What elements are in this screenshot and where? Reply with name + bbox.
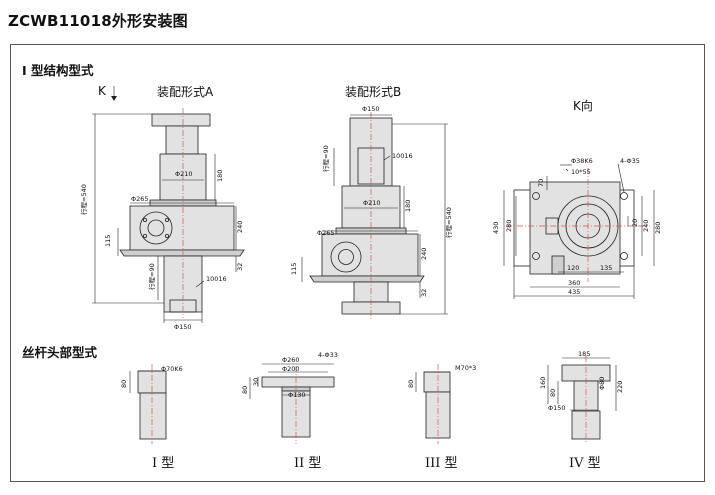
section-title-type1: I 型结构型式 — [22, 63, 94, 78]
k-view-drawing: Φ38K6 10*55 4-Φ35 70 430 280 20 240 280 … — [492, 157, 662, 299]
head-type-4-drawing: 185 160 80 Φ80 220 Φ150 — [539, 350, 624, 444]
dim-h2-d260: Φ260 — [282, 356, 300, 364]
head-type-1-drawing: Φ70K6 80 — [120, 364, 183, 444]
drawing-frame — [10, 44, 705, 482]
dim-b-10016: 10016 — [392, 152, 413, 160]
dim-h1-d70: Φ70K6 — [161, 365, 183, 373]
dim-k-280-right: 280 — [654, 222, 662, 234]
dim-h2-80: 80 — [241, 386, 249, 394]
head-type-3-drawing: M70*3 80 — [407, 364, 476, 444]
view-title-form-b: 装配形式B — [345, 85, 402, 99]
dim-k-435: 435 — [568, 288, 580, 296]
dim-k-key: 10*55 — [571, 168, 591, 176]
dim-k-240: 240 — [642, 220, 650, 232]
dim-a-d265: Φ265 — [131, 195, 149, 203]
type-label-3: III 型 — [425, 456, 458, 471]
dim-b-240: 240 — [420, 248, 428, 260]
dim-b-d150: Φ150 — [362, 105, 380, 113]
dim-h2-holes: 4-Φ33 — [318, 351, 338, 359]
dim-h2-d130: Φ130 — [288, 391, 306, 399]
page-title: ZCWB11018外形安装图 — [8, 12, 188, 30]
dim-h4-160: 160 — [539, 377, 547, 389]
dim-a-32: 32 — [236, 263, 244, 271]
dim-a-stroke540: 行程=540 — [79, 184, 88, 215]
dim-h4-d80: Φ80 — [598, 377, 606, 390]
dim-a-stroke90: 行程=90 — [147, 263, 156, 290]
dim-b-stroke90: 行程=90 — [321, 145, 330, 172]
section-title-screw-head: 丝杆头部型式 — [22, 345, 98, 360]
dim-a-d210: Φ210 — [175, 170, 193, 178]
dim-k-120: 120 — [567, 264, 579, 272]
dim-k-280: 280 — [505, 220, 513, 232]
dim-h3-80: 80 — [407, 380, 415, 388]
type-label-2: II 型 — [294, 456, 322, 471]
k-arrow-label: K — [98, 84, 106, 98]
type-label-1: I 型 — [152, 456, 175, 471]
view-title-form-a: 装配形式A — [157, 85, 214, 99]
dim-h1-80: 80 — [120, 380, 128, 388]
form-a-drawing: 行程=540 Φ210 180 Φ265 240 115 32 行程=90 10… — [79, 86, 245, 331]
dim-k-135: 135 — [600, 264, 612, 272]
dim-a-180: 180 — [216, 170, 224, 182]
dim-b-stroke540: 行程=540 — [444, 207, 453, 238]
dim-k-70: 70 — [537, 179, 545, 187]
dim-b-32: 32 — [420, 289, 428, 297]
view-title-k: K向 — [573, 99, 593, 113]
dim-k-430: 430 — [492, 222, 500, 234]
head-type-2-drawing: Φ260 4-Φ33 Φ200 30 80 Φ130 — [241, 351, 338, 444]
dim-k-d38: Φ38K6 — [571, 157, 593, 165]
dim-b-115: 115 — [290, 263, 298, 275]
dim-b-180: 180 — [404, 200, 412, 212]
form-b-drawing: Φ150 行程=90 10016 Φ210 180 行程=540 Φ265 24… — [290, 105, 453, 320]
dim-h3-m70: M70*3 — [455, 364, 476, 372]
type-label-4: IV 型 — [569, 456, 601, 471]
dim-h2-d200: Φ200 — [282, 365, 300, 373]
dim-h4-220: 220 — [616, 381, 624, 393]
dim-a-115: 115 — [104, 235, 112, 247]
dim-h4-185: 185 — [578, 350, 590, 358]
dim-a-d150: Φ150 — [174, 323, 192, 331]
dim-h4-d150: Φ150 — [548, 404, 566, 412]
dim-k-360: 360 — [568, 279, 580, 287]
dim-k-holes: 4-Φ35 — [620, 157, 640, 165]
dim-a-10016: 10016 — [206, 275, 227, 283]
dim-k-20: 20 — [631, 219, 639, 227]
dim-h2-30: 30 — [252, 378, 260, 386]
dim-b-d210: Φ210 — [363, 199, 381, 207]
dim-a-240: 240 — [236, 221, 244, 233]
dim-h4-80: 80 — [549, 389, 557, 397]
dim-b-d265: Φ265 — [317, 229, 335, 237]
